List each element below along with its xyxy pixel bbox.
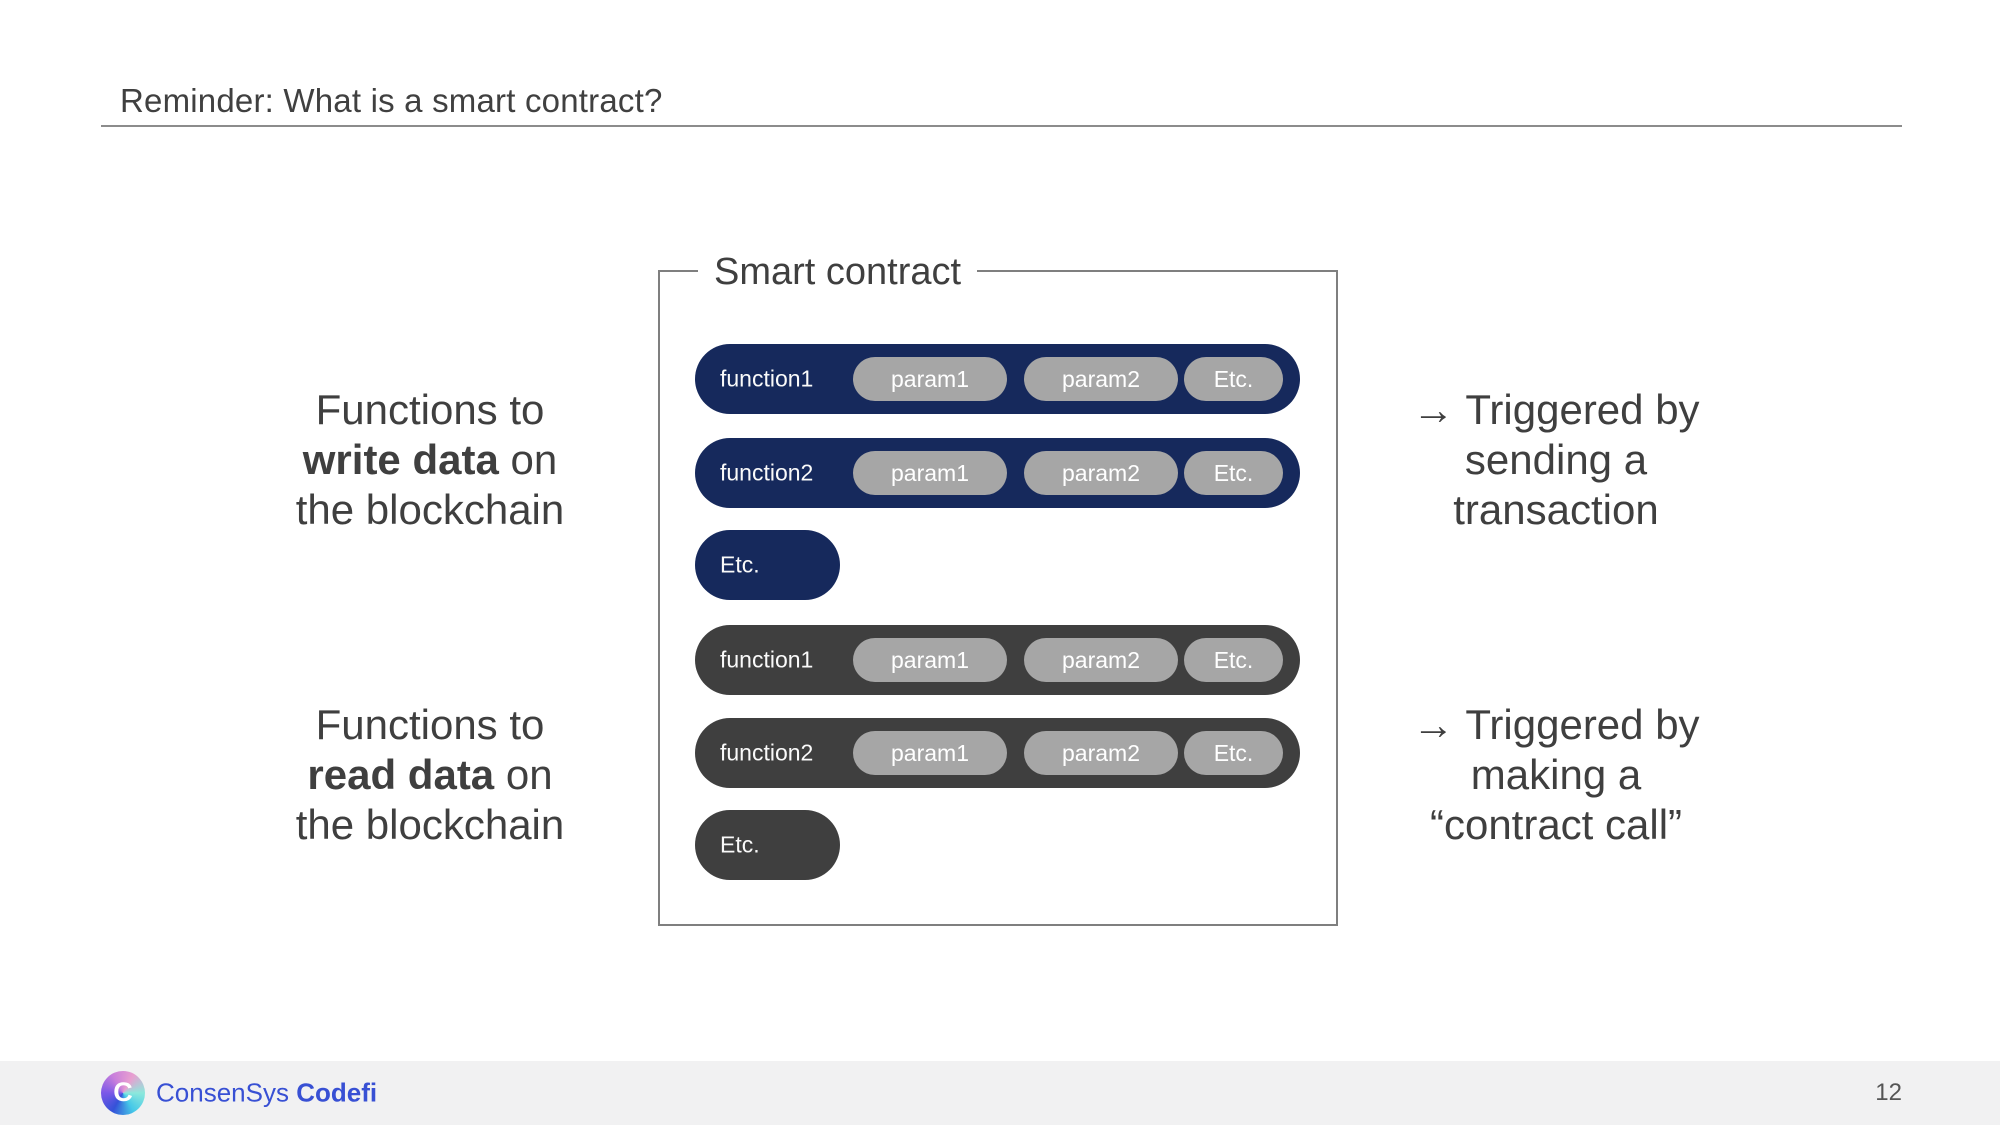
function-name: Etc. [720, 551, 760, 578]
param-pill: param2 [1024, 451, 1178, 495]
param-pill: param1 [853, 638, 1007, 682]
page-number: 12 [1875, 1079, 1902, 1106]
brand-name: ConsenSys [156, 1077, 289, 1108]
write-label-line3: the blockchain [295, 486, 565, 533]
function-name: function1 [720, 646, 814, 673]
brand-text: ConsenSys Codefi [156, 1078, 377, 1109]
smart-contract-box: Smart contract function1 param1 param2 E… [658, 248, 1338, 926]
param-pill: Etc. [1184, 357, 1283, 401]
read-label-after-bold: on [494, 751, 553, 798]
read-label-bold: read data [307, 751, 495, 798]
brand-product: Codefi [296, 1077, 378, 1108]
read-label-line1: Functions to [315, 701, 545, 748]
read-function-row-etc: Etc. [695, 810, 840, 880]
write-label-bold: write data [302, 436, 499, 483]
write-trigger-note: → Triggered by sending a transaction [1346, 385, 1766, 535]
read-trigger-line1: → Triggered by [1412, 701, 1700, 748]
read-functions-label: Functions to read data on the blockchain [220, 700, 640, 850]
function-name: function2 [720, 459, 814, 486]
function-name: function1 [720, 365, 814, 392]
param-pill: param2 [1024, 638, 1178, 682]
write-label-line1: Functions to [315, 386, 545, 433]
smart-contract-box-title: Smart contract [698, 248, 978, 296]
param-pill: param1 [853, 357, 1007, 401]
read-function-row-1: function1 param1 param2 Etc. [695, 625, 1300, 695]
function-name: Etc. [720, 831, 760, 858]
param-pill: param2 [1024, 731, 1178, 775]
read-label-line3: the blockchain [295, 801, 565, 848]
read-trigger-line3: “contract call” [1429, 801, 1683, 848]
param-pill: Etc. [1184, 638, 1283, 682]
consensys-logo-icon: C [101, 1071, 145, 1115]
function-name: function2 [720, 739, 814, 766]
write-function-row-etc: Etc. [695, 530, 840, 600]
param-pill: param2 [1024, 357, 1178, 401]
title-divider-line [101, 125, 1902, 127]
param-pill: Etc. [1184, 451, 1283, 495]
slide-title: Reminder: What is a smart contract? [120, 82, 663, 119]
write-function-row-1: function1 param1 param2 Etc. [695, 344, 1300, 414]
read-trigger-line2: making a [1470, 751, 1642, 798]
write-functions-label: Functions to write data on the blockchai… [220, 385, 640, 535]
write-trigger-line2: sending a [1464, 436, 1648, 483]
write-label-after-bold: on [498, 436, 558, 483]
param-pill: param1 [853, 451, 1007, 495]
read-trigger-note: → Triggered by making a “contract call” [1346, 700, 1766, 850]
param-pill: Etc. [1184, 731, 1283, 775]
param-pill: param1 [853, 731, 1007, 775]
write-trigger-line1: → Triggered by [1412, 386, 1700, 433]
logo-c-glyph: C [113, 1076, 133, 1107]
write-trigger-line3: transaction [1453, 486, 1659, 533]
read-function-row-2: function2 param1 param2 Etc. [695, 718, 1300, 788]
write-function-row-2: function2 param1 param2 Etc. [695, 438, 1300, 508]
slide-footer: C ConsenSys Codefi 12 [0, 1061, 2000, 1125]
